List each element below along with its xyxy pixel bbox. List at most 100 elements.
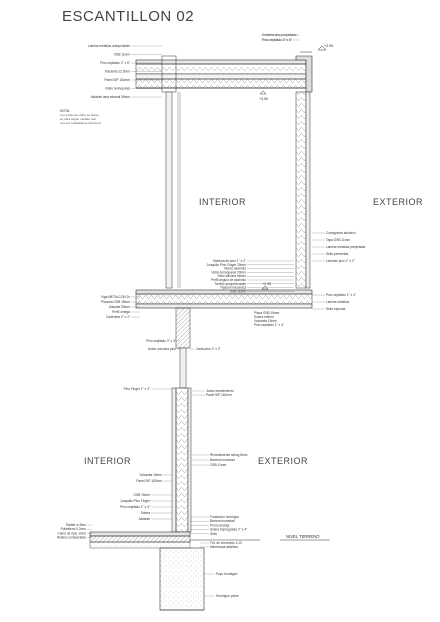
annotation-label: Panel SIP 162mm bbox=[104, 78, 130, 82]
annotation-label: Aislante 50mm bbox=[109, 305, 130, 309]
annotation-label: Vidrio termopanel 20mm bbox=[211, 270, 246, 274]
annotation-label: Fijacion mecanica bbox=[220, 286, 246, 290]
annotation-label: Fundacion hormigon bbox=[210, 515, 239, 519]
annotation-label: Vidrio termopanel bbox=[105, 87, 130, 91]
annotations-column-right: Junta pino 2" x 2" bbox=[190, 347, 221, 351]
zone-exterior-lower: EXTERIOR bbox=[258, 456, 308, 466]
annotation-label: Solera bbox=[141, 511, 150, 515]
annotation-label: Revestimiento siding 8mm bbox=[210, 453, 248, 457]
annotation-label: Lamina metalica autoportante bbox=[88, 44, 130, 48]
annotation-label: Hormigon pobre bbox=[216, 594, 239, 598]
annotation-label: Perfil angulo de aluminio bbox=[211, 278, 246, 282]
annotation-label: Panel SIP 162mm bbox=[136, 479, 162, 483]
annotation-label: Plancha OSB 15mm bbox=[101, 300, 130, 304]
annotation-label: Placa OSB 15mm bbox=[254, 311, 280, 315]
annotation-label: Relleno compactado bbox=[57, 536, 86, 540]
annotation-label: Pino cepillado 1" x 4" bbox=[120, 505, 150, 509]
drawing-title: ESCANTILLON 02 bbox=[62, 8, 195, 25]
annotation-label: Viga METALCON 2x bbox=[101, 295, 130, 299]
svg-text:NIVEL TERRENO: NIVEL TERRENO bbox=[286, 534, 320, 539]
annotation-label: Junta revestimiento bbox=[206, 389, 234, 393]
annotation-label: Barrera humedad bbox=[210, 519, 235, 523]
annotation-label: Perfil omega bbox=[112, 310, 130, 314]
annotation-label: Marco aluminio bbox=[224, 267, 246, 271]
annotation-label: Membrana asfaltica bbox=[210, 545, 238, 549]
level-marker-ground: NIVEL TERRENO bbox=[280, 534, 330, 541]
annotation-label: Tapa OSB 11mm bbox=[326, 238, 350, 242]
annotation-label: Cama de ripio 10cm bbox=[57, 531, 86, 535]
annotations-floor-right: Pino cepillado 1" x 4" Lamina metalicaSel… bbox=[312, 293, 356, 311]
annotation-label: Sello espuma bbox=[326, 307, 346, 311]
annotation-label: Listones pino 2" x 2" bbox=[326, 259, 355, 263]
annotation-label: OSB 11mm bbox=[230, 289, 247, 293]
annotation-label: Pino Finger 1" x 4" bbox=[124, 387, 150, 391]
annotation-label: Radier e=8cm bbox=[66, 523, 86, 527]
annotation-label: Fdt. de cementos 1:10 bbox=[210, 541, 242, 545]
zone-exterior-upper: EXTERIOR bbox=[373, 197, 423, 207]
glazed-wall bbox=[165, 91, 311, 289]
annotation-label: Junta pino 2" x 2" bbox=[196, 347, 221, 351]
lower-wall bbox=[171, 387, 192, 533]
svg-text:+3.95: +3.95 bbox=[324, 44, 333, 48]
annotation-label: Cortagotera aluminio bbox=[326, 231, 356, 235]
annotation-label: Junquillo Pino Finger bbox=[120, 499, 151, 503]
floor-slab bbox=[135, 289, 313, 349]
note-heading: NOTA: bbox=[60, 109, 70, 113]
column bbox=[179, 347, 187, 389]
annotation-label: Tornillo autoperforante bbox=[214, 282, 246, 286]
annotation-label: Sello bbox=[210, 532, 217, 536]
svg-text:+2.95: +2.95 bbox=[262, 282, 271, 286]
foundation bbox=[159, 547, 205, 611]
annotation-label: Pino cepillado 3" x 3" bbox=[146, 339, 176, 343]
annotations-wall-left: Pino Finger 1" x 4" bbox=[124, 387, 172, 391]
level-marker-top: +3.95 bbox=[317, 44, 333, 51]
annotations-mid-left: Moldura de pino 1" x 2"Junquillo Pino Fi… bbox=[206, 259, 294, 293]
annotation-label: Pino cepillado 1" x 4" bbox=[326, 293, 356, 297]
annotation-label: Perno anclaje bbox=[210, 523, 230, 527]
annotation-label: Volcanita 15mm bbox=[139, 473, 162, 477]
zone-interior-upper: INTERIOR bbox=[199, 197, 246, 207]
annotation-label: Cadeneta 2" x 4" bbox=[106, 315, 130, 319]
svg-text:+3.55: +3.55 bbox=[259, 97, 268, 101]
level-marker-floor: +2.95 bbox=[261, 282, 271, 290]
annotation-label: Lamina metalica prepintada bbox=[326, 245, 365, 249]
annotation-label: Poyo hormigon bbox=[216, 572, 238, 576]
annotation-label: Moldura de pino 1" x 2" bbox=[213, 259, 246, 263]
note-line: Los cortes de vidrio se hacen bbox=[60, 113, 99, 117]
annotation-label: Solera impregnada 2" x 4" bbox=[210, 528, 247, 532]
note-line: en obra segun medida real bbox=[60, 117, 96, 121]
annotation-label: OSB 11mm bbox=[210, 463, 227, 467]
annotation-label: OSB 15mm bbox=[134, 493, 151, 497]
annotation-label: Pino cepillado 1" x 4" bbox=[254, 323, 284, 327]
annotation-label: Polietileno 0.2mm bbox=[61, 527, 87, 531]
level-marker-ceiling: +3.55 bbox=[259, 90, 268, 101]
roof-assembly bbox=[135, 51, 313, 93]
annotation-label: Junquillo Pino Finger 20mm bbox=[206, 263, 246, 267]
annotation-label: Panel SIP 162mm bbox=[206, 393, 232, 397]
annotation-label: Barrera humedad bbox=[210, 458, 235, 462]
annotation-label: Aislante bbox=[139, 517, 151, 521]
annotation-label: Pino cepillado 2" x 6" bbox=[100, 61, 130, 65]
annotation-label: Lamina metalica bbox=[326, 300, 349, 304]
annotation-label: Aislante lana mineral 50mm bbox=[91, 95, 131, 99]
annotation-label: Volcanita 12.5mm bbox=[105, 70, 131, 74]
annotation-label: Solera inferior bbox=[254, 315, 275, 319]
note-line: una vez instalada la estructura bbox=[60, 121, 101, 125]
annotation-label: Unión columna pino bbox=[148, 347, 176, 351]
annotations-column: Pino cepillado 3" x 3" Unión columna pino bbox=[146, 339, 180, 351]
